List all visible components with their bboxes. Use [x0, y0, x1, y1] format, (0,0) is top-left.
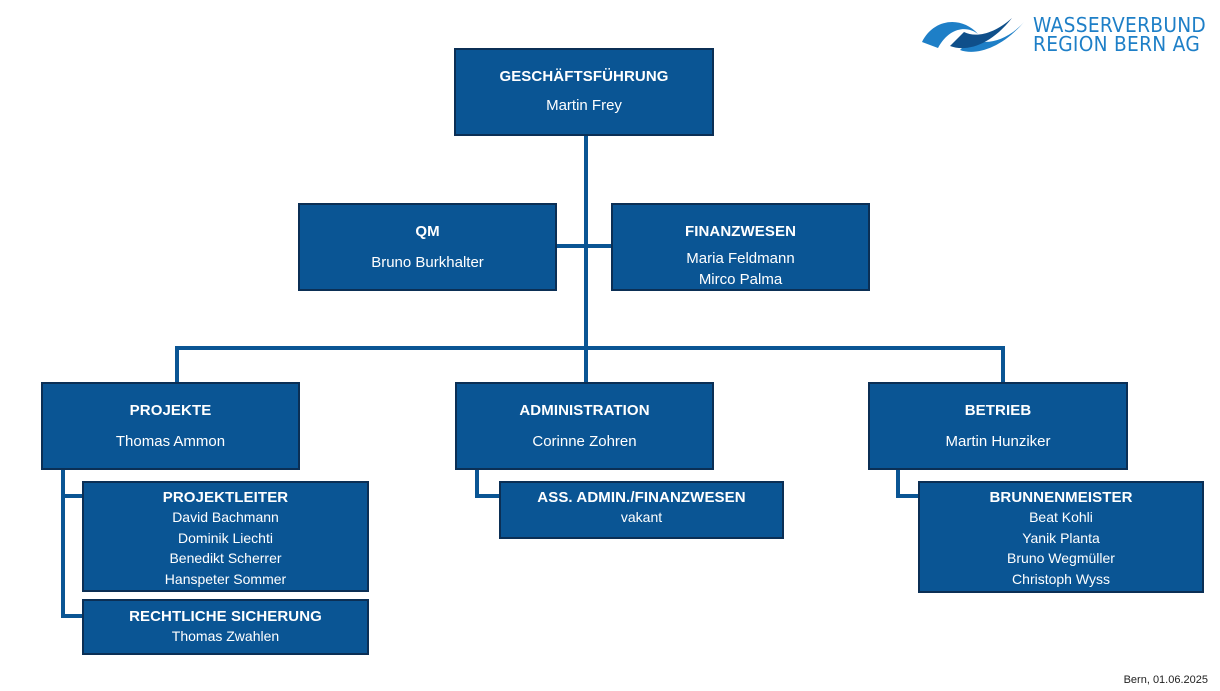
org-title: QM	[415, 223, 440, 240]
org-person: vakant	[620, 509, 663, 525]
org-box-rechtliche-sicherung: RECHTLICHE SICHERUNG Thomas Zwahlen	[82, 599, 369, 655]
org-box-projects: PROJEKTE Thomas Ammon	[41, 382, 300, 470]
org-person: Corinne Zohren	[532, 433, 637, 450]
org-title: BRUNNENMEISTER	[989, 489, 1133, 506]
org-title: ADMINISTRATION	[519, 402, 650, 419]
org-person: David Bachmann	[172, 509, 279, 525]
org-title: BETRIEB	[964, 402, 1032, 419]
org-person: Maria Feldmann	[686, 250, 795, 267]
org-title: PROJEKTLEITER	[162, 489, 289, 506]
org-title: RECHTLICHE SICHERUNG	[129, 608, 322, 625]
logo-line-2: REGION BERN AG	[1033, 32, 1201, 56]
company-logo: WASSERVERBUND REGION BERN AG	[920, 12, 1220, 58]
connector-admin-sub-horizontal	[475, 494, 501, 498]
connector-rechtliche-horizontal	[61, 614, 84, 618]
org-box-administration: ADMINISTRATION Corinne Zohren	[455, 382, 714, 470]
org-person: Christoph Wyss	[1012, 570, 1110, 587]
org-person: Hanspeter Sommer	[164, 570, 287, 587]
org-box-ceo: GESCHÄFTSFÜHRUNG Martin Frey	[454, 48, 714, 136]
org-person: Bruno Burkhalter	[371, 254, 484, 271]
footer-date: Bern, 01.06.2025	[1123, 674, 1208, 686]
org-title: GESCHÄFTSFÜHRUNG	[499, 68, 669, 85]
connector-projects-sub-vertical	[61, 469, 65, 618]
org-box-ass-admin: ASS. ADMIN./FINANZWESEN vakant	[499, 481, 784, 539]
org-box-brunnenmeister: BRUNNENMEISTER Beat Kohli Yanik Planta B…	[918, 481, 1204, 593]
org-title: FINANZWESEN	[684, 223, 797, 240]
connector-departments-horizontal	[175, 346, 1005, 350]
org-person: Thomas Ammon	[115, 433, 226, 450]
wave-logo-icon	[922, 18, 1024, 52]
connector-operations-sub-horizontal	[896, 494, 920, 498]
org-box-qm: QM Bruno Burkhalter	[298, 203, 557, 291]
connector-projektleiter-horizontal	[61, 494, 84, 498]
connector-projects-vertical	[175, 346, 179, 383]
org-person: Martin Frey	[546, 97, 622, 114]
org-box-projektleiter: PROJEKTLEITER David Bachmann Dominik Lie…	[82, 481, 369, 592]
logo-wordmark: WASSERVERBUND REGION BERN AG	[1033, 13, 1207, 56]
connector-ceo-vertical	[584, 135, 588, 383]
org-person: Beat Kohli	[1029, 509, 1093, 525]
org-person: Bruno Wegmüller	[1007, 550, 1115, 566]
org-box-operations: BETRIEB Martin Hunziker	[868, 382, 1128, 470]
org-box-finance: FINANZWESEN Maria Feldmann Mirco Palma	[611, 203, 870, 291]
org-person: Dominik Liechti	[178, 529, 273, 546]
connector-staff-horizontal	[556, 244, 612, 248]
org-title: ASS. ADMIN./FINANZWESEN	[537, 489, 746, 506]
org-person: Thomas Zwahlen	[171, 628, 280, 644]
org-title: PROJEKTE	[129, 402, 212, 419]
org-person: Martin Hunziker	[945, 433, 1051, 450]
org-person: Mirco Palma	[698, 271, 783, 288]
connector-operations-vertical	[1001, 346, 1005, 383]
logo-line-1: WASSERVERBUND	[1033, 13, 1207, 37]
org-person: Benedikt Scherrer	[169, 550, 282, 566]
connector-admin-sub-vertical	[475, 469, 479, 498]
org-person: Yanik Planta	[1022, 529, 1100, 546]
connector-operations-sub-vertical	[896, 469, 900, 498]
